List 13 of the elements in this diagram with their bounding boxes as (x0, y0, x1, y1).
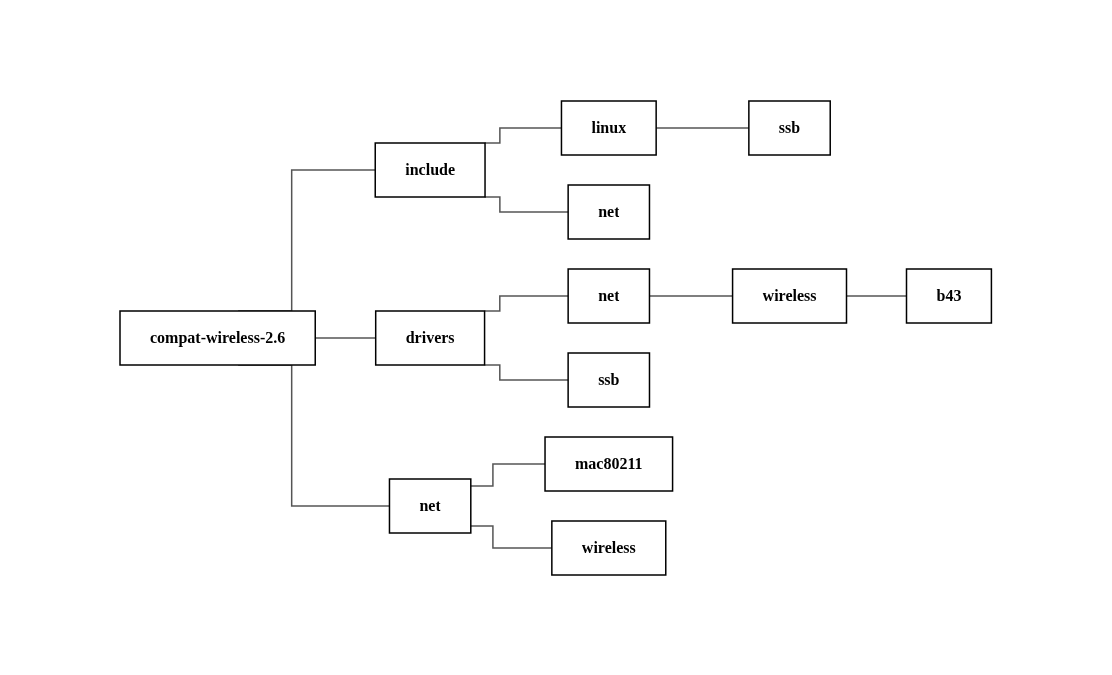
node-box: net (567, 183, 651, 240)
node-box: ssb (748, 99, 832, 156)
node-box: wireless (732, 267, 848, 324)
node-box: net (389, 477, 472, 534)
node-box: drivers (375, 309, 486, 366)
node-box: compat-wireless-2.6 (119, 309, 317, 366)
node-box: mac80211 (544, 435, 674, 492)
node-box: net (567, 267, 651, 324)
node-box: include (374, 141, 487, 198)
node-box: ssb (567, 351, 651, 408)
node-box: wireless (551, 519, 667, 576)
node-box: b43 (906, 267, 993, 324)
node-box: linux (561, 99, 658, 156)
